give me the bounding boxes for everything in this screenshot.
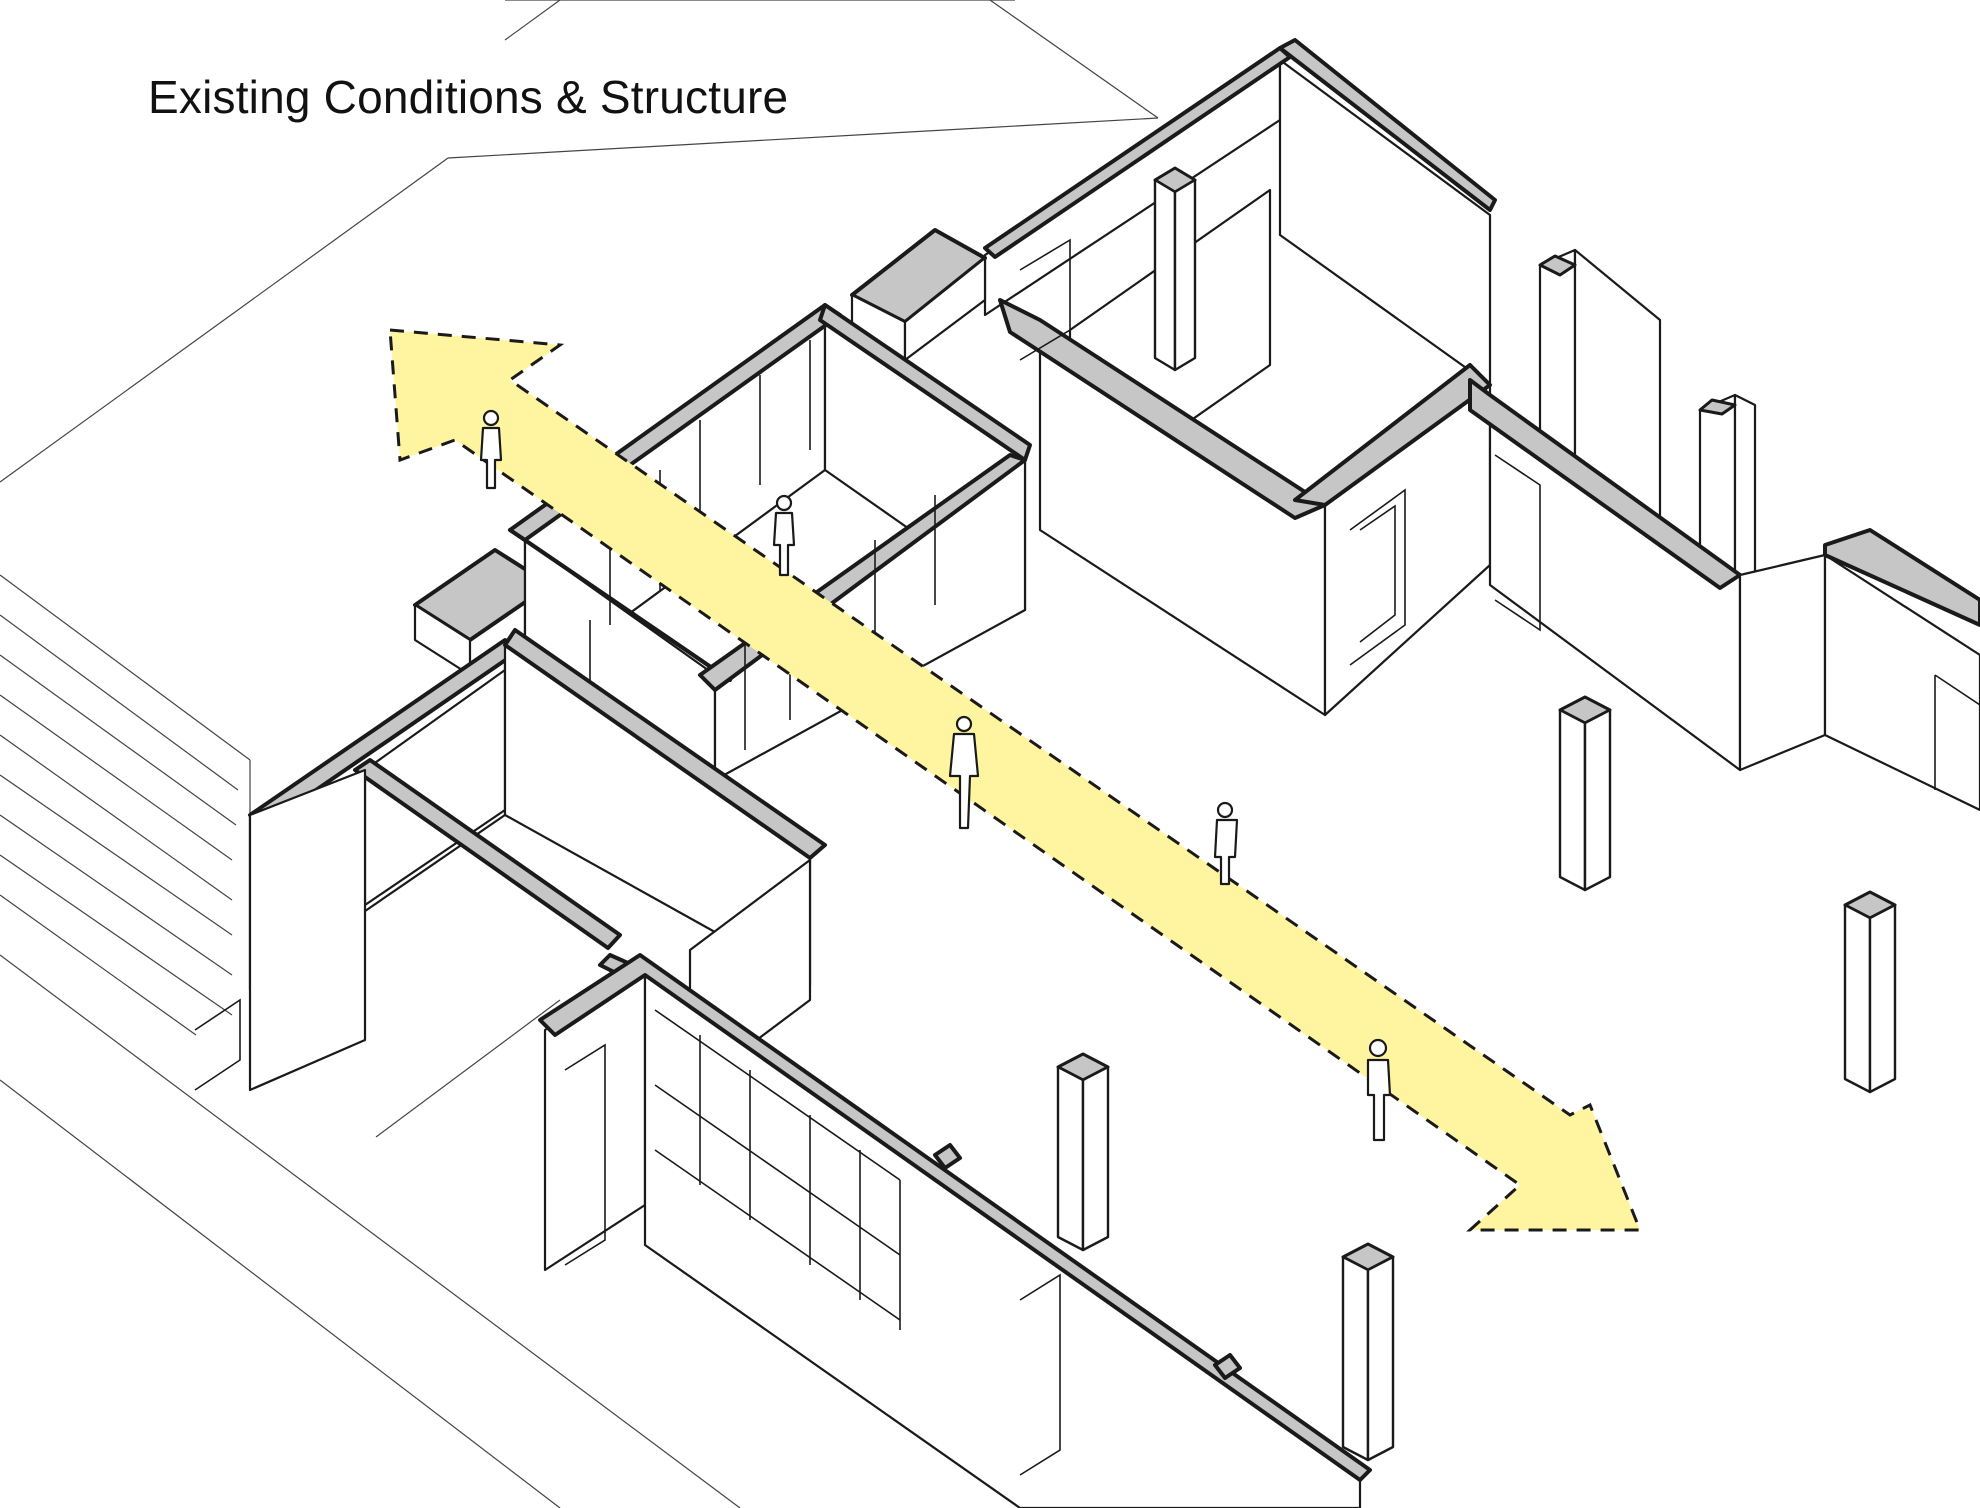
gray-piers [413,228,987,677]
person-figure [772,494,796,577]
upper-right-room [983,38,1497,717]
people-figures [479,409,1392,1142]
bottom-window-wall [538,953,1372,1508]
circulation-arrow-shape [388,328,1643,1232]
column-2 [1558,695,1612,892]
column-5 [1341,1242,1395,1462]
freestanding-columns [1056,166,1897,1462]
column-3 [1843,890,1897,1094]
person-figure [479,409,503,490]
diagram-title: Existing Conditions & Structure [148,71,789,123]
right-corridor-walls [1468,378,1980,812]
person-figure [1213,801,1239,886]
column-1 [1153,166,1197,372]
person-figure [1366,1038,1392,1142]
circulation-arrow [388,328,1643,1232]
column-4 [1056,1052,1110,1252]
lower-left-room [194,628,827,1092]
context-lines [0,0,1159,1508]
person-figure [948,715,980,830]
